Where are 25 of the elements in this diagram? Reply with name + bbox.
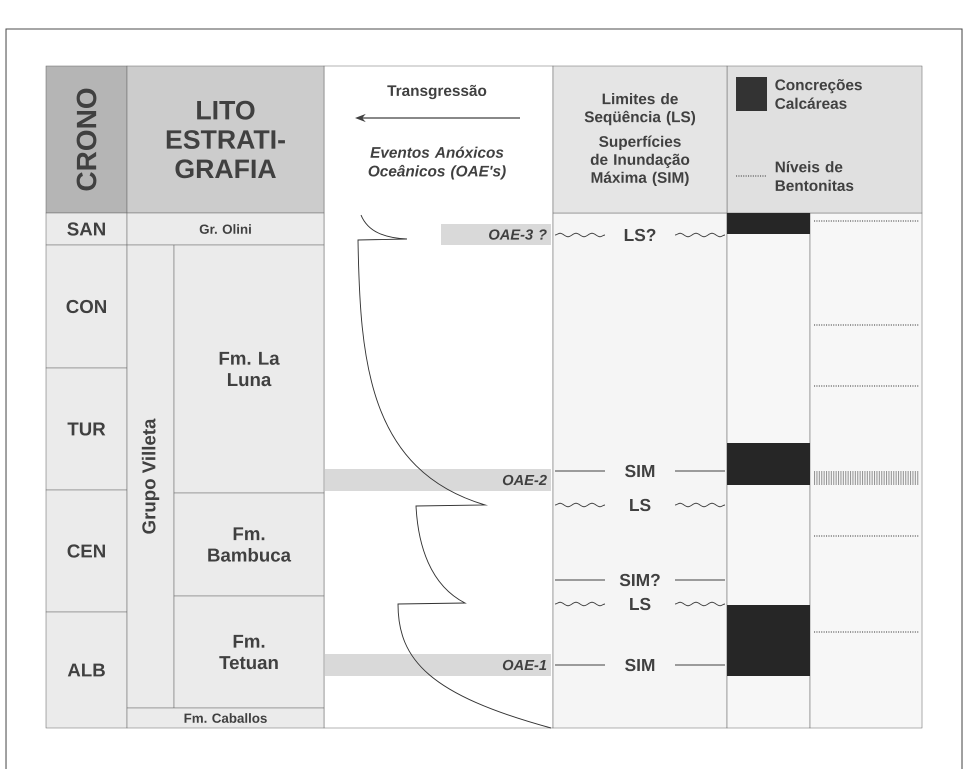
event-band: OAE-1 [325,654,551,676]
marker-label: LS [628,498,652,512]
table-cell: TUR [46,368,128,490]
column-title: Transgressão [387,84,486,100]
header-cell: Limites de Seqüência (LS) Superfícies de Inundação Máxima (SIM) [552,66,728,214]
event-band: OAE-3 ? [441,224,551,245]
table-cell: Fm. Caballos [126,708,324,728]
table-cell: ALB [46,612,128,728]
marker-label: SIM [623,658,657,672]
marker-label: LS [628,596,652,612]
marker-label: LS? [622,228,658,242]
concretion-block [727,605,810,676]
table-cell: LITO ESTRATI- GRAFIA [126,66,324,214]
table-cell: CEN [46,490,128,612]
table-cell: Fm. Bambuca [174,492,324,596]
legend-text: Concreções Calcáreas [775,79,862,109]
table-cell: SAN [46,212,128,246]
marker-label: SIM? [618,572,662,588]
event-band: OAE-2 [325,469,551,491]
legend-text: Níveis de Bentonitas [776,160,854,192]
header-cell: CRONO [46,66,128,214]
column-title: Eventos Anóxicos Oceânicos (OAE's) [368,146,506,180]
marker-label: SIM [623,464,657,478]
concretion-block [727,443,810,485]
concretion-block [727,213,810,234]
